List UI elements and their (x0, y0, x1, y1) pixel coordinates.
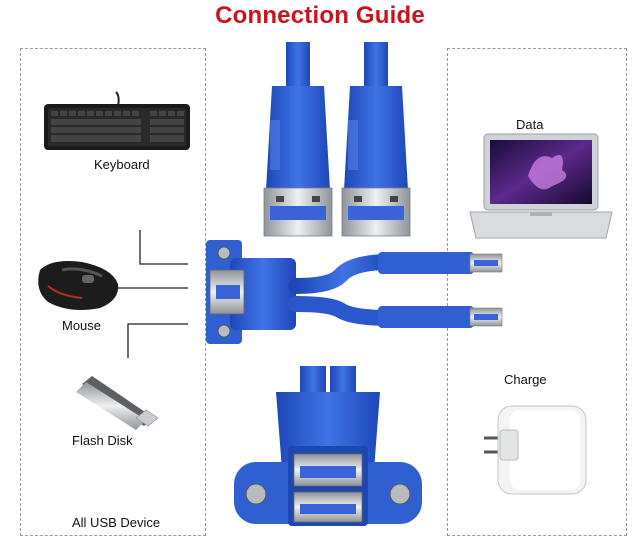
laptop-icon (469, 133, 613, 239)
mouse-label: Mouse (62, 318, 102, 333)
keyboard-label: Keyboard (94, 157, 150, 172)
keyboard-icon (44, 91, 190, 150)
all-usb-device-label: All USB Device (72, 515, 161, 530)
right-panel (447, 48, 627, 536)
data-label: Data (516, 117, 544, 132)
usb-cable-image (206, 42, 503, 526)
left-panel (20, 48, 206, 536)
mouse-icon (38, 261, 119, 310)
page-title: Connection Guide (215, 2, 425, 29)
flash-disk-icon (76, 376, 159, 430)
charge-label: Charge (504, 372, 547, 387)
flash-disk-label: Flash Disk (72, 433, 133, 448)
charger-icon (484, 405, 587, 495)
connector-lines (118, 230, 188, 358)
